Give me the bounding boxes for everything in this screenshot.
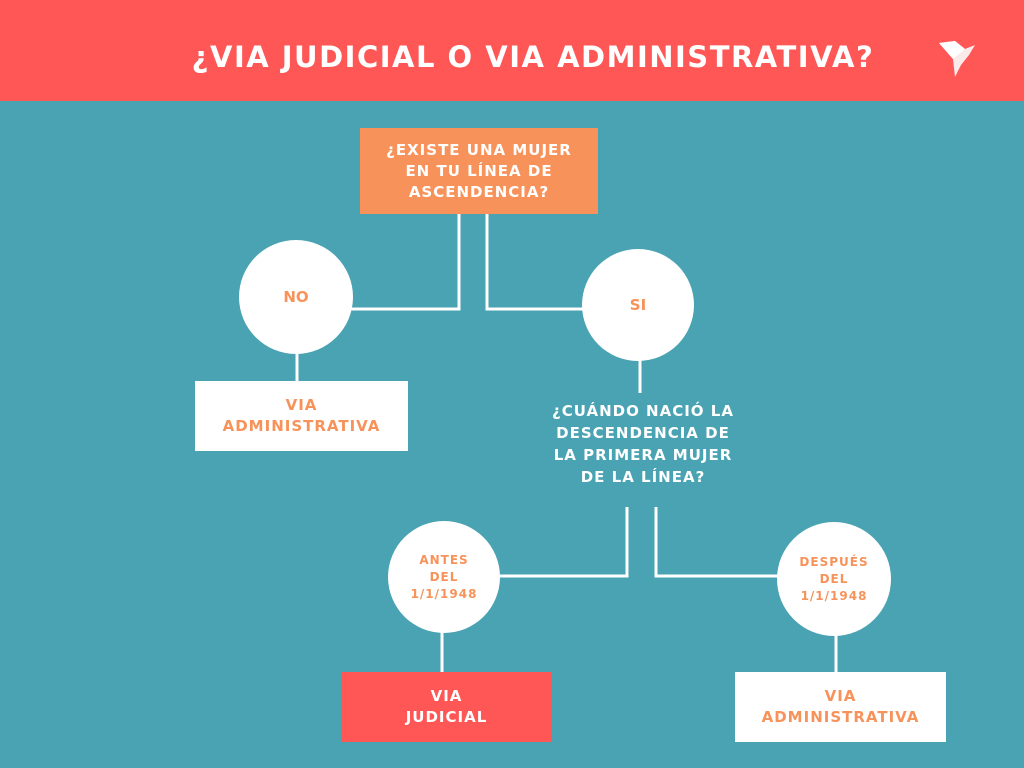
despues-result-text: VIA ADMINISTRATIVA [761,687,920,726]
root-question-box: ¿EXISTE UNA MUJER EN TU LÍNEA DE ASCENDE… [360,128,598,214]
no-result-text: VIA ADMINISTRATIVA [222,396,381,435]
despues-label: DESPUÉS DEL 1/1/1948 [799,554,869,603]
no-label: NO [283,288,309,306]
antes-label: ANTES DEL 1/1/1948 [410,552,478,601]
antes-result-text: VIA JUDICIAL [405,687,488,726]
second-question: ¿CUÁNDO NACIÓ LA DESCENDENCIA DE LA PRIM… [552,402,734,486]
despues-circle: DESPUÉS DEL 1/1/1948 [777,522,891,636]
si-circle: SI [582,249,694,361]
bird-origami-icon [939,41,975,77]
root-question-text: ¿EXISTE UNA MUJER EN TU LÍNEA DE ASCENDE… [386,140,572,201]
despues-result-box: VIA ADMINISTRATIVA [735,672,946,742]
connector-root-no [350,214,461,311]
connector-question-despues [654,507,779,578]
antes-circle: ANTES DEL 1/1/1948 [388,521,500,633]
connector-question-antes [498,507,629,578]
si-label: SI [629,296,647,314]
connector-root-si [485,214,583,311]
page-title: ¿VIA JUDICIAL O VIA ADMINISTRATIVA? [191,40,875,74]
no-circle: NO [239,240,353,354]
no-result-box: VIA ADMINISTRATIVA [195,381,408,451]
header-bar: ¿VIA JUDICIAL O VIA ADMINISTRATIVA? [0,0,1024,101]
antes-result-box: VIA JUDICIAL [341,672,552,742]
